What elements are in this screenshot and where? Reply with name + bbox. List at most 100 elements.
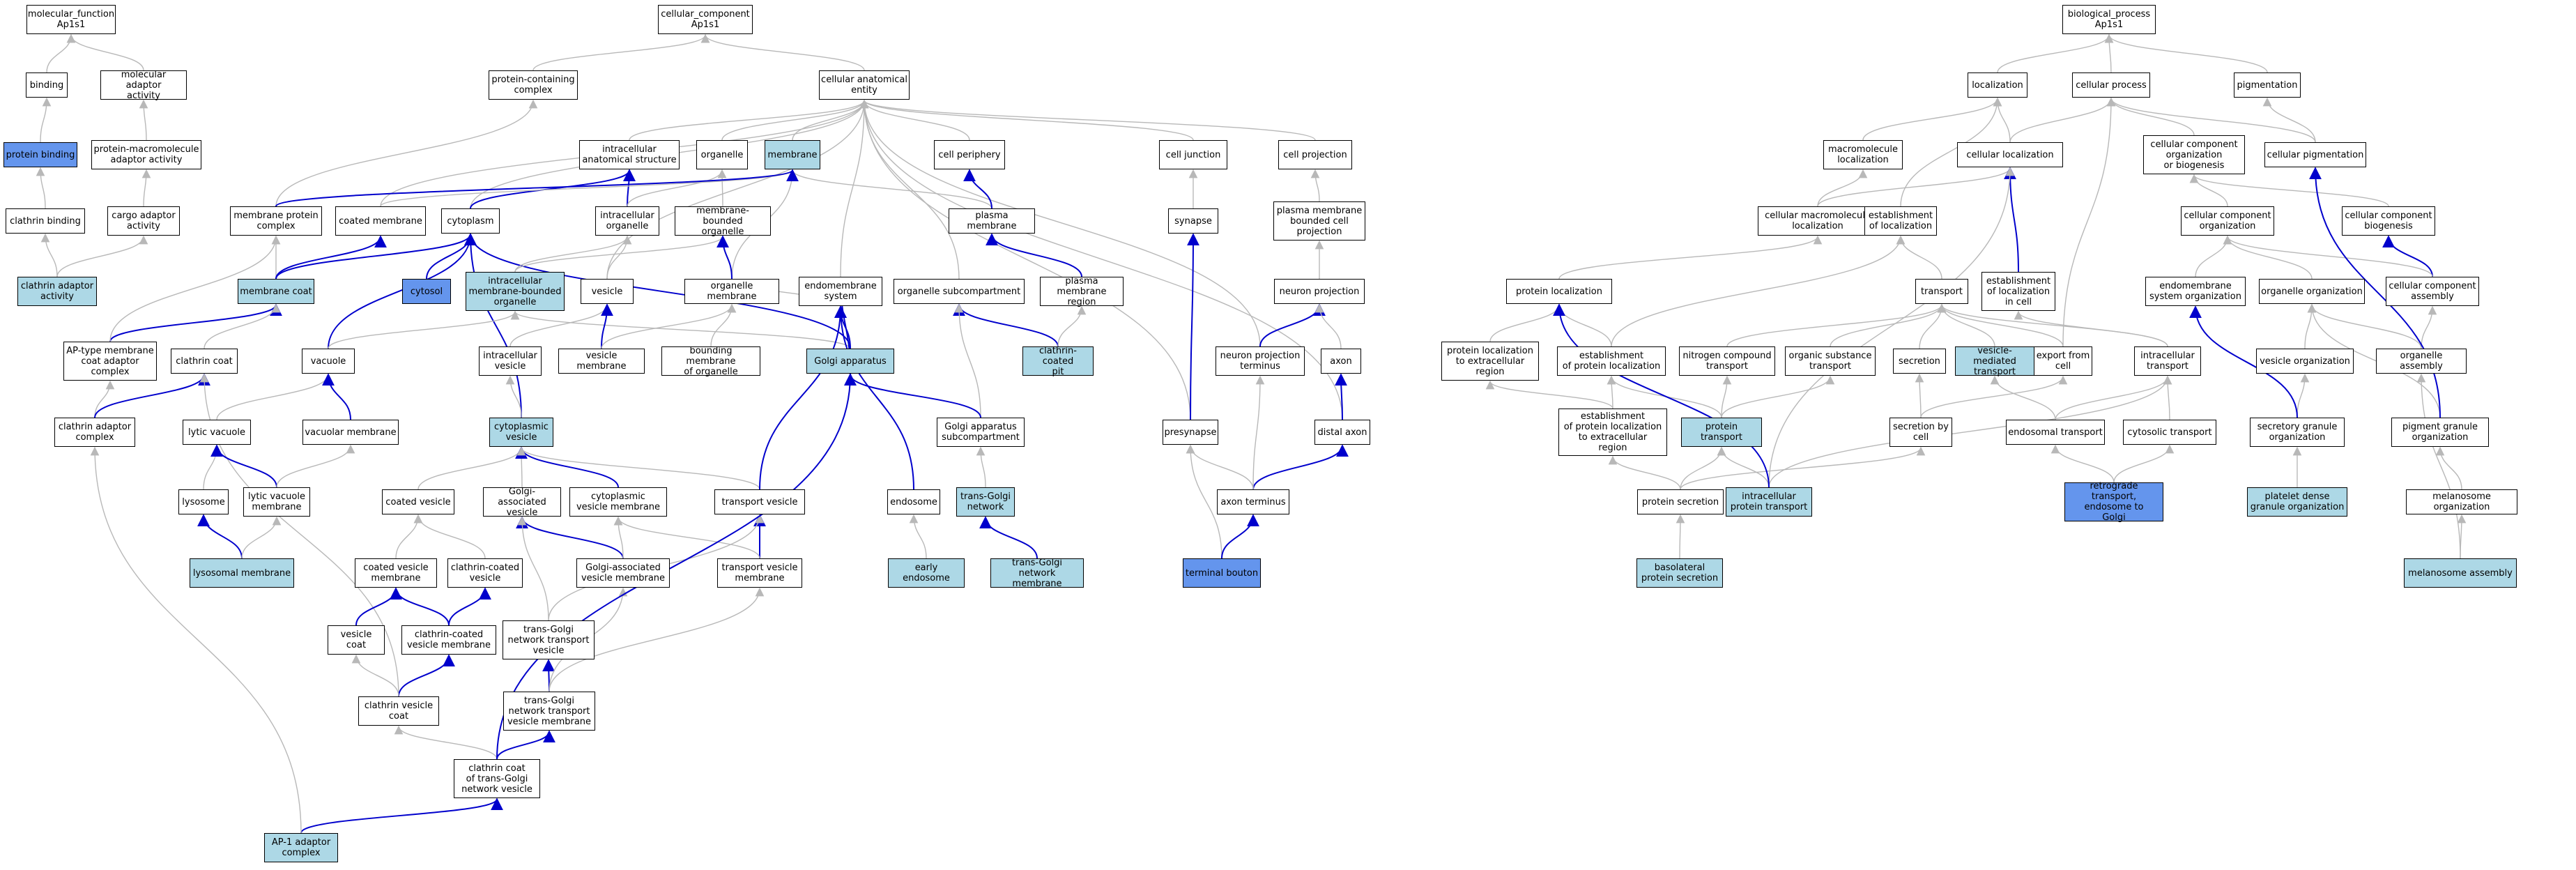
- go-term-vesicle-coat[interactable]: vesicle coat: [328, 625, 385, 655]
- go-term-basolateral[interactable]: basolateral protein secretion: [1636, 558, 1723, 588]
- go-term-clathrin-adaptor-activity[interactable]: clathrin adaptor activity: [17, 277, 97, 306]
- go-term-tgn-tv-membrane[interactable]: trans-Golgi network transport vesicle me…: [503, 692, 595, 731]
- go-term-transport-vesicle[interactable]: transport vesicle: [714, 489, 805, 514]
- go-term-protein-transport[interactable]: protein transport: [1681, 418, 1762, 447]
- go-term-cytoplasm[interactable]: cytoplasm: [441, 208, 500, 234]
- go-term-neuron-projection-terminus[interactable]: neuron projection terminus: [1216, 346, 1305, 376]
- go-term-organelle-org[interactable]: organelle organization: [2259, 279, 2365, 304]
- go-term-ccv-membrane[interactable]: clathrin-coated vesicle membrane: [401, 625, 496, 655]
- go-term-protein-secretion[interactable]: protein secretion: [1637, 489, 1724, 514]
- go-term-cell-junction[interactable]: cell junction: [1159, 140, 1227, 169]
- go-term-clathrin-adaptor-complex[interactable]: clathrin adaptor complex: [54, 418, 135, 447]
- go-term-cellular-process[interactable]: cellular process: [2072, 72, 2150, 98]
- go-term-cell-projection[interactable]: cell projection: [1278, 140, 1352, 169]
- go-term-intracellular-protein-transport[interactable]: intracellular protein transport: [1726, 487, 1812, 517]
- go-term-neuron-projection[interactable]: neuron projection: [1274, 279, 1365, 304]
- go-term-organic-transport[interactable]: organic substance transport: [1785, 346, 1876, 376]
- go-term-terminal-bouton[interactable]: terminal bouton: [1183, 558, 1261, 588]
- go-term-transport[interactable]: transport: [1915, 279, 1968, 304]
- go-term-nitrogen-transport[interactable]: nitrogen compound transport: [1679, 346, 1775, 376]
- go-term-lysosome[interactable]: lysosome: [178, 489, 229, 514]
- go-term-golgi-assoc-vesicle[interactable]: Golgi-associated vesicle: [483, 487, 561, 518]
- go-term-lysosomal-membrane[interactable]: lysosomal membrane: [190, 558, 294, 588]
- go-term-pm-adaptor[interactable]: protein-macromolecule adaptor activity: [91, 140, 201, 169]
- go-term-protein-binding[interactable]: protein binding: [3, 142, 77, 167]
- go-term-clathrin-coat-tgn[interactable]: clathrin coat of trans-Golgi network ves…: [454, 759, 540, 798]
- go-term-pm-bounded-projection[interactable]: plasma membrane bounded cell projection: [1273, 201, 1365, 241]
- go-term-protein-localization[interactable]: protein localization: [1506, 279, 1612, 304]
- go-term-vacuolar-membrane[interactable]: vacuolar membrane: [302, 420, 399, 445]
- go-term-est-protein-loc[interactable]: establishment of protein localization: [1557, 346, 1666, 376]
- go-term-plasma-membrane[interactable]: plasma membrane: [949, 208, 1035, 234]
- go-term-golgi-apparatus[interactable]: Golgi apparatus: [806, 349, 894, 374]
- go-term-membrane-coat[interactable]: membrane coat: [238, 279, 314, 304]
- go-term-secretion[interactable]: secretion: [1893, 349, 1946, 374]
- go-term-cc-assembly[interactable]: cellular component assembly: [2386, 277, 2479, 306]
- go-term-membrane[interactable]: membrane: [765, 140, 820, 169]
- go-term-binding[interactable]: binding: [26, 72, 68, 98]
- go-term-ap-type-complex[interactable]: AP-type membrane coat adaptor complex: [63, 342, 157, 381]
- go-term-coated-vesicle[interactable]: coated vesicle: [382, 489, 454, 514]
- go-term-clathrin-coat[interactable]: clathrin coat: [171, 349, 238, 374]
- go-term-protein-containing[interactable]: protein-containing complex: [489, 70, 578, 100]
- go-term-cc[interactable]: cellular_component Ap1s1: [658, 5, 753, 34]
- go-term-cytosolic-transport[interactable]: cytosolic transport: [2123, 420, 2216, 445]
- go-term-intracellular-vesicle[interactable]: intracellular vesicle: [479, 346, 542, 376]
- go-term-cellular-localization[interactable]: cellular localization: [1957, 142, 2063, 167]
- go-term-platelet-dense[interactable]: platelet dense granule organization: [2247, 487, 2347, 517]
- go-term-secretory-granule-org[interactable]: secretory granule organization: [2250, 418, 2345, 447]
- go-term-melanosome-assembly[interactable]: melanosome assembly: [2404, 558, 2517, 588]
- go-term-cm-localization[interactable]: cellular macromolecule localization: [1758, 206, 1878, 236]
- go-term-intracellular-organelle[interactable]: intracellular organelle: [595, 206, 659, 236]
- go-term-imbo[interactable]: intracellular membrane-bounded organelle: [466, 272, 565, 311]
- go-term-intracellular-transport[interactable]: intracellular transport: [2134, 346, 2201, 376]
- go-term-vesicle-membrane[interactable]: vesicle membrane: [558, 349, 645, 374]
- go-term-export-from-cell[interactable]: export from cell: [2034, 346, 2092, 376]
- go-term-synapse[interactable]: synapse: [1168, 208, 1218, 234]
- go-term-endosome[interactable]: endosome: [887, 489, 940, 514]
- go-term-pigmentation[interactable]: pigmentation: [2234, 72, 2301, 98]
- go-term-presynapse[interactable]: presynapse: [1163, 420, 1218, 445]
- go-term-cytoplasmic-vesicle-membrane[interactable]: cytoplasmic vesicle membrane: [569, 487, 667, 517]
- go-term-pigment-granule-org[interactable]: pigment granule organization: [2391, 418, 2489, 447]
- go-term-coated-vesicle-membrane[interactable]: coated vesicle membrane: [355, 558, 437, 588]
- go-term-bp[interactable]: biological_process Ap1s1: [2062, 5, 2156, 34]
- go-term-organelle[interactable]: organelle: [696, 140, 748, 169]
- go-term-clathrin-binding[interactable]: clathrin binding: [6, 208, 85, 234]
- go-term-golgi-assoc-vesicle-membrane[interactable]: Golgi-associated vesicle membrane: [576, 558, 670, 588]
- go-term-organelle-subcompartment[interactable]: organelle subcompartment: [894, 279, 1025, 304]
- go-term-transport-vesicle-membrane[interactable]: transport vesicle membrane: [717, 558, 802, 588]
- go-term-membrane-bounded-organelle[interactable]: membrane-bounded organelle: [675, 206, 771, 237]
- go-term-axon-terminus[interactable]: axon terminus: [1217, 489, 1289, 514]
- go-term-endomembrane[interactable]: endomembrane system: [799, 277, 882, 306]
- go-term-cell-periphery[interactable]: cell periphery: [934, 140, 1005, 169]
- go-term-early-endosome[interactable]: early endosome: [888, 558, 965, 588]
- go-term-bounding-membrane[interactable]: bounding membrane of organelle: [661, 346, 760, 377]
- go-term-coated-membrane[interactable]: coated membrane: [335, 206, 426, 236]
- go-term-clathrin-coated-vesicle[interactable]: clathrin-coated vesicle: [447, 558, 523, 588]
- go-term-intracellular-as[interactable]: intracellular anatomical structure: [579, 140, 680, 169]
- go-term-localization[interactable]: localization: [1968, 72, 2027, 98]
- go-term-golgi-subcompartment[interactable]: Golgi apparatus subcompartment: [937, 418, 1025, 447]
- go-term-est-pl-extracellular[interactable]: establishment of protein localization to…: [1558, 409, 1667, 456]
- go-term-trans-golgi-network[interactable]: trans-Golgi network: [956, 487, 1015, 517]
- go-term-tgn-membrane[interactable]: trans-Golgi network membrane: [990, 558, 1084, 589]
- go-term-cytoplasmic-vesicle[interactable]: cytoplasmic vesicle: [489, 418, 553, 447]
- go-term-vesicle-org[interactable]: vesicle organization: [2256, 349, 2354, 374]
- go-term-cytosol[interactable]: cytosol: [402, 279, 451, 304]
- go-term-cargo-adaptor[interactable]: cargo adaptor activity: [107, 206, 180, 236]
- go-term-secretion-by-cell[interactable]: secretion by cell: [1889, 418, 1952, 447]
- go-term-lytic-vacuole[interactable]: lytic vacuole: [183, 420, 251, 445]
- go-term-macromolecule-localization[interactable]: macromolecule localization: [1823, 140, 1903, 169]
- go-term-ccob[interactable]: cellular component organization or bioge…: [2143, 135, 2245, 174]
- go-term-distal-axon[interactable]: distal axon: [1314, 420, 1370, 445]
- go-term-clathrin-vesicle-coat[interactable]: clathrin vesicle coat: [358, 696, 439, 726]
- go-term-pl-extracellular[interactable]: protein localization to extracellular re…: [1441, 342, 1539, 381]
- go-term-cae[interactable]: cellular anatomical entity: [819, 70, 910, 100]
- go-term-endosomal-transport[interactable]: endosomal transport: [2006, 420, 2105, 445]
- go-term-mf[interactable]: molecular_function Ap1s1: [26, 5, 116, 34]
- go-term-organelle-assembly[interactable]: organelle assembly: [2376, 349, 2467, 374]
- go-term-clathrin-coated-pit[interactable]: clathrin-coated pit: [1022, 346, 1094, 377]
- go-term-mem-protein-complex[interactable]: membrane protein complex: [230, 206, 322, 236]
- go-term-ap1-complex[interactable]: AP-1 adaptor complex: [264, 833, 338, 862]
